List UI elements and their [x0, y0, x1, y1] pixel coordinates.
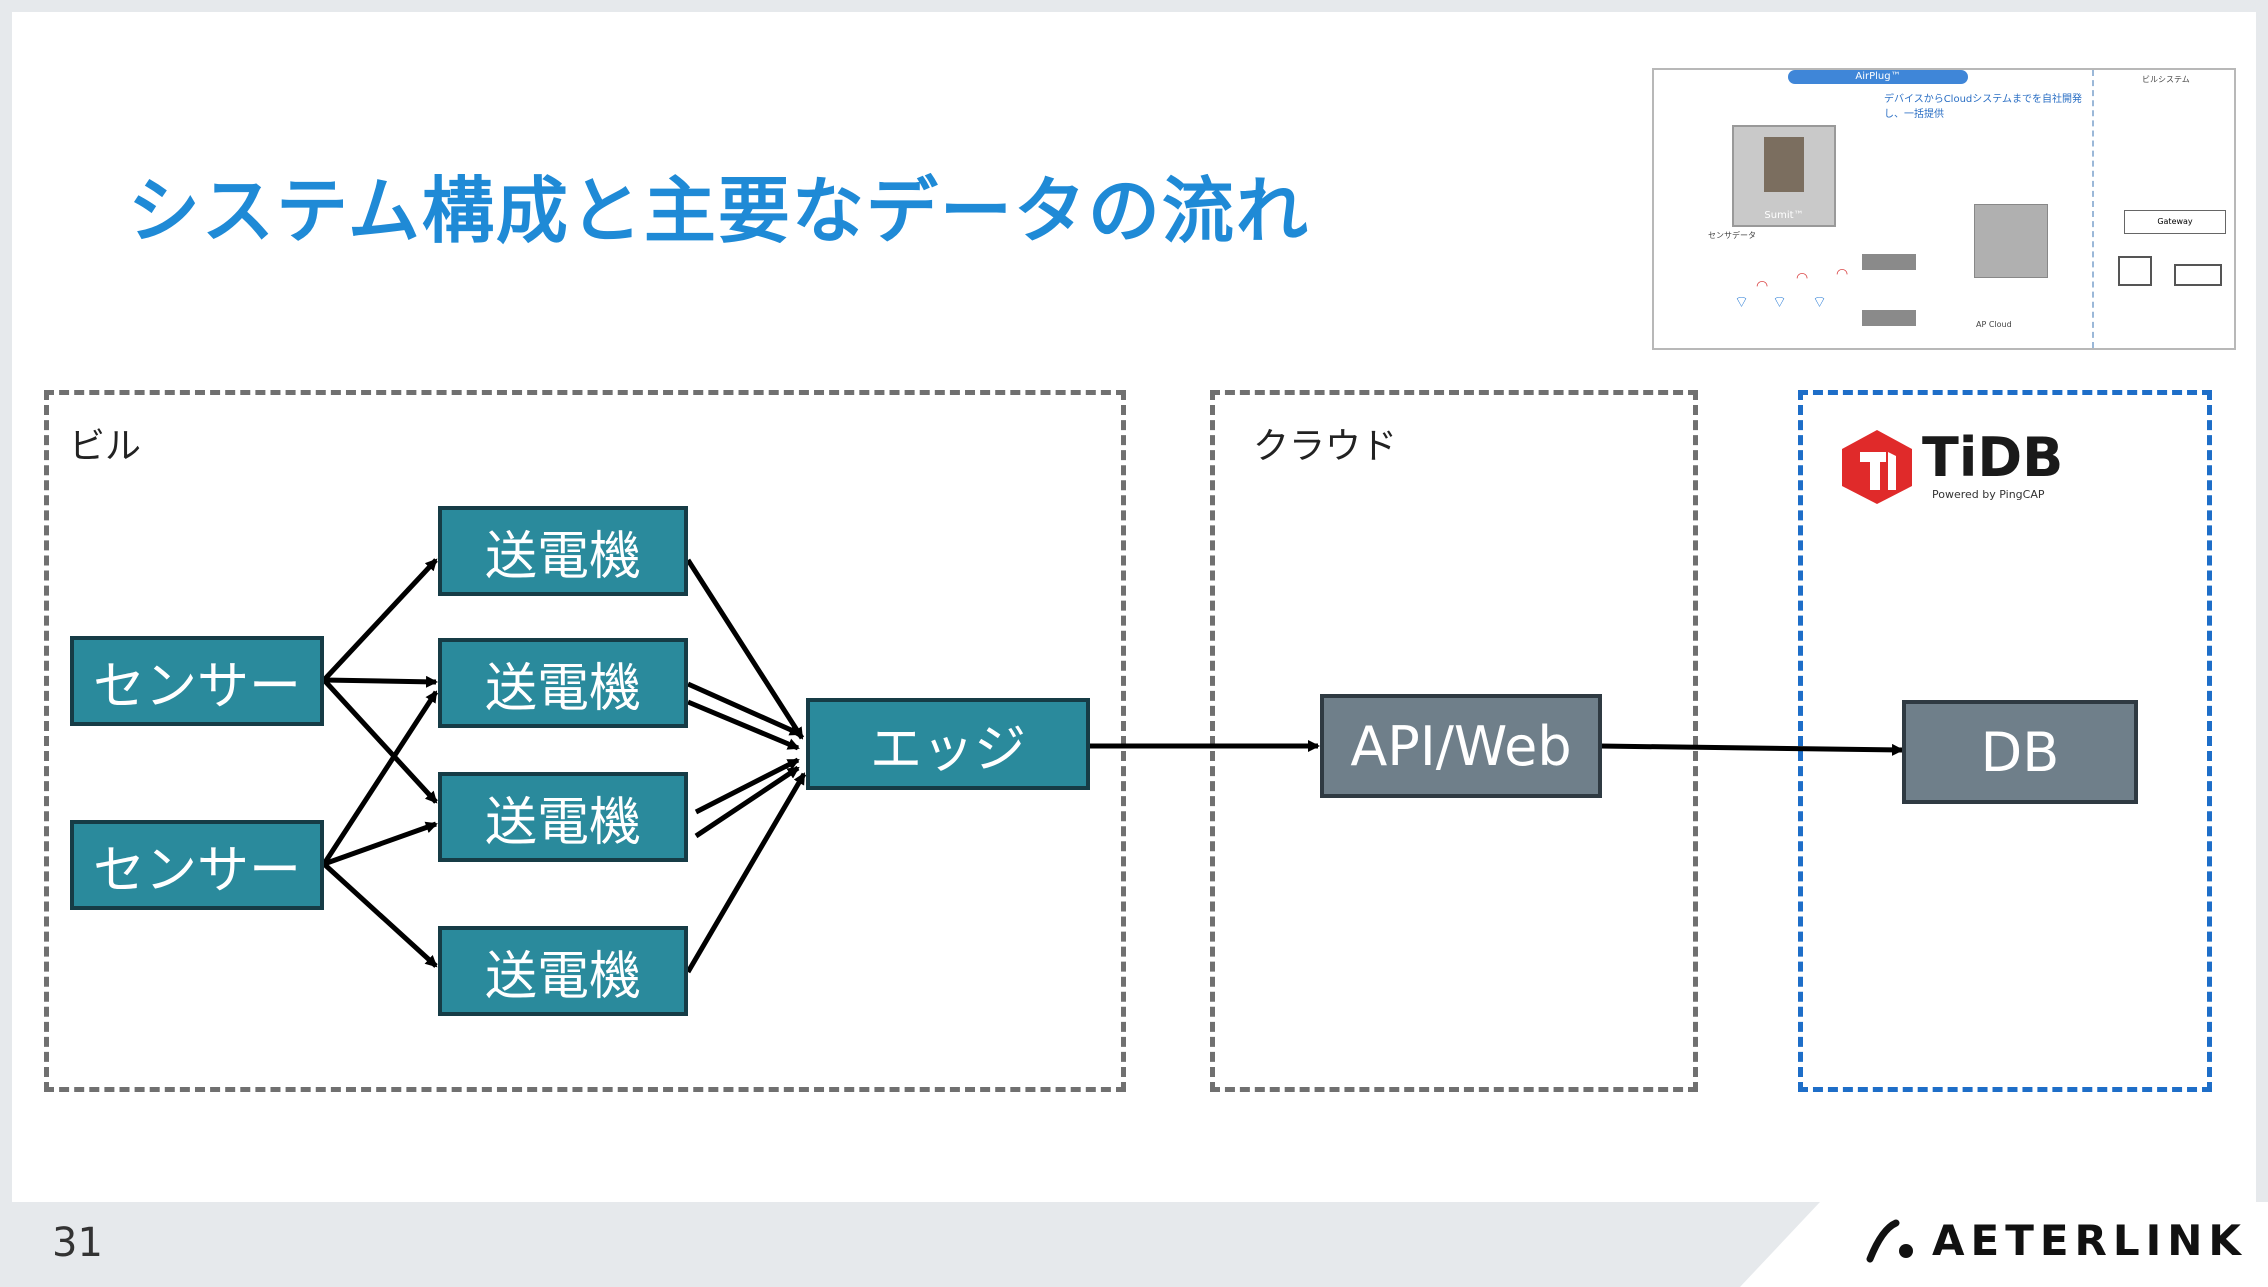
- tidb-name: TiDB: [1922, 426, 2064, 489]
- pc-icon: [2118, 256, 2152, 286]
- brand-name: AETERLINK: [1932, 1216, 2247, 1265]
- tidb-logo-icon: [1842, 430, 1912, 504]
- powertx-tag: [1862, 254, 1916, 270]
- footer-brand-bg: [1740, 1202, 2268, 1287]
- brand-logo: AETERLINK: [1866, 1216, 2247, 1265]
- tidb-region: [1798, 390, 2212, 1092]
- aeterlink-logo-icon: [1866, 1219, 1913, 1262]
- device-photo: [1764, 137, 1804, 192]
- airplug-area: AirPlug™ Sumit™ デバイスからCloudシステムまでを自社開発し、…: [1654, 70, 2094, 348]
- tidb-logo: TiDB Powered by PingCAP: [1840, 428, 2063, 506]
- arrow-sensor1-tx2: [323, 675, 438, 688]
- arrow-sensor1-tx1: [322, 558, 438, 682]
- sensor-node-1: センサー: [70, 636, 324, 726]
- signal-icon: ◠: [1756, 278, 1769, 294]
- transmitter-node-1: 送電機: [438, 506, 688, 596]
- building-system-label: ビルシステム: [2142, 75, 2190, 84]
- arrow-tx2-edge-a: [686, 681, 802, 737]
- api-web-node: API/Web: [1320, 694, 1602, 798]
- arrow-tx3-edge-b: [694, 765, 800, 839]
- flow-arrows: [321, 558, 1904, 974]
- tidb-tagline: Powered by PingCAP: [1932, 488, 2045, 501]
- signal-icon: ◠: [1836, 266, 1849, 282]
- gateway-box: Gateway: [2124, 210, 2226, 234]
- ap-cloud-panel: [1974, 204, 2048, 278]
- airplug-note: デバイスからCloudシステムまでを自社開発し、一括提供: [1884, 94, 2082, 120]
- page-number: 31: [52, 1220, 103, 1266]
- sensor-data-label: センサデータ: [1708, 231, 1756, 240]
- cloud-label: AP Cloud: [1976, 320, 2012, 329]
- arrow-sensor1-tx3: [322, 678, 438, 804]
- building-label: ビル: [69, 426, 142, 467]
- building-region: ビル: [44, 390, 1126, 1092]
- db-node: DB: [1902, 700, 2138, 804]
- cloud-label: クラウド: [1253, 426, 1398, 467]
- slide-title: システム構成と主要なデータの流れ: [128, 169, 1310, 253]
- slide: システム構成と主要なデータの流れ AirPlug™ Sumit™ デバイスからC…: [12, 12, 2256, 1202]
- airplug-thumbnail: AirPlug™ Sumit™ デバイスからCloudシステムまでを自社開発し、…: [1652, 68, 2236, 350]
- sumit-device: Sumit™: [1732, 125, 1836, 227]
- wifi-icon: ⌔: [1772, 292, 1788, 311]
- sensor-tag: [1862, 310, 1916, 326]
- arrow-tx4-edge: [685, 772, 807, 974]
- arrow-sensor2-tx4: [322, 862, 438, 968]
- sensor-node-2: センサー: [70, 820, 324, 910]
- wifi-icon: ⌔: [1734, 292, 1750, 311]
- arrow-tx1-edge: [685, 558, 805, 740]
- arrow-sensor2-tx2: [321, 690, 439, 866]
- edge-node: エッジ: [806, 698, 1090, 790]
- arrow-tx3-edge-a: [694, 757, 800, 815]
- device-label: Sumit™: [1764, 210, 1804, 221]
- controller-icon: [2174, 264, 2222, 286]
- transmitter-node-2: 送電機: [438, 638, 688, 728]
- wifi-icon: ⌔: [1812, 292, 1828, 311]
- arrow-sensor2-tx3: [323, 821, 438, 867]
- airplug-header: AirPlug™: [1788, 70, 1968, 84]
- arrow-tx2-edge-b: [687, 699, 800, 751]
- transmitter-node-4: 送電機: [438, 926, 688, 1016]
- cloud-region: クラウド: [1210, 390, 1698, 1092]
- signal-icon: ◠: [1796, 270, 1809, 286]
- transmitter-node-3: 送電機: [438, 772, 688, 862]
- arrow-api-db: [1599, 743, 1904, 756]
